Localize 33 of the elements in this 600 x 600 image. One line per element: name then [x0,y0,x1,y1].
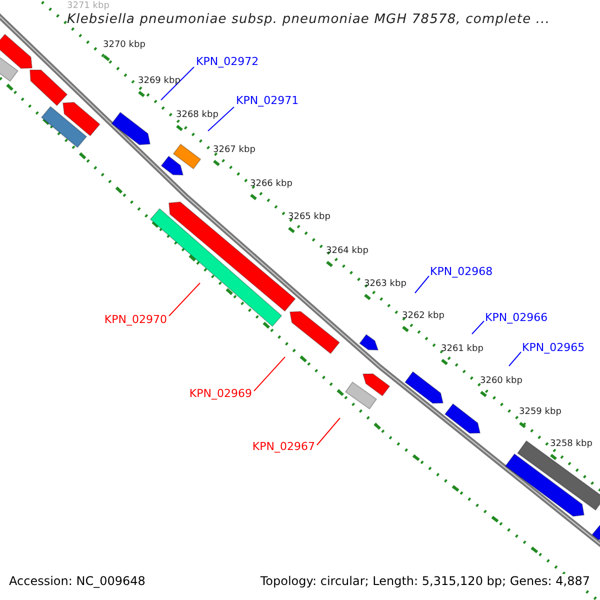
leader-line [254,356,286,392]
kbp-label: 3260 kbp [480,376,522,387]
leader-line [160,66,194,100]
kbp-label: 3266 kbp [250,179,292,190]
leader-line [316,418,340,446]
gene-label: KPN_02968 [430,265,493,279]
kbp-label: 3261 kbp [441,344,484,355]
gene-label: KPN_02966 [485,311,548,325]
genome-summary: Topology: circular; Length: 5,315,120 bp; Genes: 4,887 [260,574,590,589]
accession-label: Accession: NC_009648 [9,574,146,589]
gene-label: KPN_02972 [196,55,259,69]
leader-line [414,276,430,294]
kbp-label: 3269 kbp [138,76,180,87]
kbp-label: 3267 kbp [213,145,256,156]
kbp-label: 3259 kbp [519,407,562,418]
kbp-label: 3268 kbp [176,110,218,121]
kbp-label: 3271 kbp [67,1,110,12]
gene-label: KPN_02969 [189,387,252,401]
kbp-label: 3270 kbp [103,40,146,51]
kbp-label: 3264 kbp [326,246,368,257]
leader-line [168,282,200,316]
leader-line [208,106,234,132]
title: Klebsiella pneumoniae subsp. pneumoniae MGH 78578, complete ... [67,12,550,27]
gene-label: KPN_02970 [104,313,167,327]
gene-label: KPN_02967 [252,440,315,454]
kbp-label: 3265 kbp [288,212,330,223]
gene-label: KPN_02971 [236,94,299,108]
kbp-label: 3262 kbp [402,311,444,322]
gene-label: KPN_02965 [522,341,585,355]
kbp-label: 3263 kbp [364,279,406,290]
leader-line [472,320,484,334]
leader-line [508,352,522,366]
kbp-label: 3258 kbp [550,439,592,450]
